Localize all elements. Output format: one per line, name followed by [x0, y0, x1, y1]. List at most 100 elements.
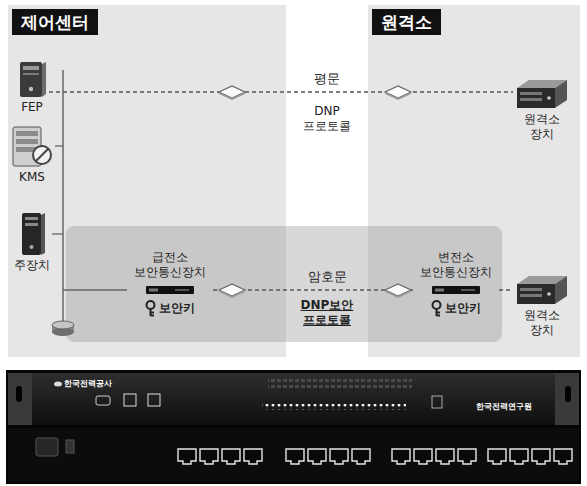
device-photo — [54, 382, 62, 387]
region-header: 제어센터 — [12, 9, 98, 35]
computer-icon — [29, 87, 33, 91]
device-photo — [8, 428, 579, 482]
key-row: 보안키 — [145, 300, 195, 317]
router-icon — [52, 321, 74, 329]
kms-server-icon — [11, 124, 53, 168]
security-device-icon — [461, 289, 475, 291]
region-panel: 원격소원격소 장치변전소 보안통신장치보안키원격소 장치 — [368, 5, 580, 357]
device-node: KMS — [9, 122, 55, 187]
computer-icon — [23, 66, 39, 70]
region-header: 원격소 — [372, 9, 441, 35]
remote-unit-icon — [520, 98, 542, 101]
kms-server-icon — [16, 131, 38, 136]
security-device-icon — [175, 289, 189, 291]
device-photo — [176, 446, 264, 466]
computer-icon — [17, 60, 47, 98]
device-label: 원격소 장치 — [519, 112, 565, 142]
remote-unit-icon — [515, 78, 569, 110]
device-photo — [284, 446, 372, 466]
device-photo — [66, 440, 74, 453]
secure-zone-band — [66, 226, 502, 342]
security-key-icon — [151, 309, 155, 316]
kms-server-icon — [36, 149, 48, 161]
device-photo — [96, 396, 110, 405]
bus-wire — [55, 145, 63, 146]
device-label: FEP — [21, 100, 43, 115]
device-label: KMS — [19, 170, 45, 185]
bus-wire — [63, 289, 127, 290]
device-label: 주장치 — [14, 258, 50, 273]
modem-icon — [219, 86, 245, 100]
security-key-icon — [433, 301, 441, 309]
device-photo — [432, 396, 442, 408]
kms-server-icon — [16, 139, 38, 144]
remote-unit-icon — [547, 96, 551, 100]
device-name: 급전소 보안통신장치 — [129, 250, 211, 280]
kms-server-icon — [33, 146, 51, 164]
modem-icon — [385, 290, 411, 298]
device-photo — [390, 446, 478, 466]
device-photo — [124, 394, 136, 406]
remote-unit-icon — [517, 88, 555, 108]
device-node: 급전소 보안통신장치보안키 — [127, 248, 213, 319]
device-node: FEP — [15, 58, 49, 117]
edge-label: 평문 — [314, 71, 340, 87]
modem-icon — [385, 86, 411, 100]
security-device-icon — [146, 286, 194, 294]
device-photo — [36, 438, 58, 456]
label-box: DNP 프로토콜 — [303, 104, 351, 134]
device-node: 원격소 장치 — [513, 272, 571, 340]
device-photo — [6, 370, 581, 484]
device-marking: 한국전력연구원 — [476, 402, 532, 412]
label-box: DNP보안 프로토콜 — [301, 298, 354, 328]
security-device-icon — [145, 284, 195, 296]
remote-unit-icon — [515, 274, 569, 306]
computer-icon — [23, 73, 39, 75]
device-photo — [8, 373, 579, 425]
security-device-icon — [149, 289, 158, 292]
security-key-icon — [145, 300, 156, 317]
modem-icon — [219, 284, 245, 296]
host-computer-icon — [25, 217, 38, 220]
security-key-icon — [437, 309, 441, 316]
network-bus — [62, 70, 64, 322]
modem-icon — [385, 284, 411, 296]
host-computer-icon — [41, 213, 45, 255]
device-photo — [486, 446, 574, 466]
edge-label-box: 평문 — [314, 71, 340, 87]
security-device-icon — [435, 289, 444, 292]
remote-unit-icon — [520, 92, 542, 95]
device-photo — [6, 370, 581, 484]
device-node: 변전소 보안통신장치보안키 — [413, 248, 499, 319]
device-photo — [148, 394, 160, 406]
router-icon — [52, 321, 74, 336]
host-computer-icon — [22, 213, 41, 255]
edge-label: 암호문 — [308, 269, 347, 285]
security-key-icon — [431, 300, 442, 317]
host-computer-icon — [25, 223, 38, 226]
remote-unit-icon — [547, 292, 551, 296]
device-marking: 한국전력공사 — [64, 379, 112, 389]
modem-icon — [219, 92, 245, 100]
remote-unit-icon — [517, 284, 555, 304]
region-panel: 제어센터 FEP KMS 주장치 급전소 보안통신장치보안키 — [8, 5, 286, 357]
modem-icon — [385, 284, 411, 298]
device-photo — [565, 386, 571, 402]
bus-wire — [52, 233, 63, 234]
modem-icon — [219, 284, 245, 298]
device-photo — [8, 373, 32, 425]
modem-icon — [219, 290, 245, 298]
link-line — [499, 289, 513, 290]
link-line — [49, 91, 513, 92]
protocol-label: DNP 프로토콜 — [303, 104, 351, 134]
key-label: 보안키 — [159, 301, 195, 316]
modem-icon — [385, 92, 411, 100]
host-computer-icon — [30, 245, 34, 249]
security-device-icon — [431, 284, 481, 296]
device-photo — [268, 378, 412, 390]
device-node: 원격소 장치 — [513, 76, 571, 144]
